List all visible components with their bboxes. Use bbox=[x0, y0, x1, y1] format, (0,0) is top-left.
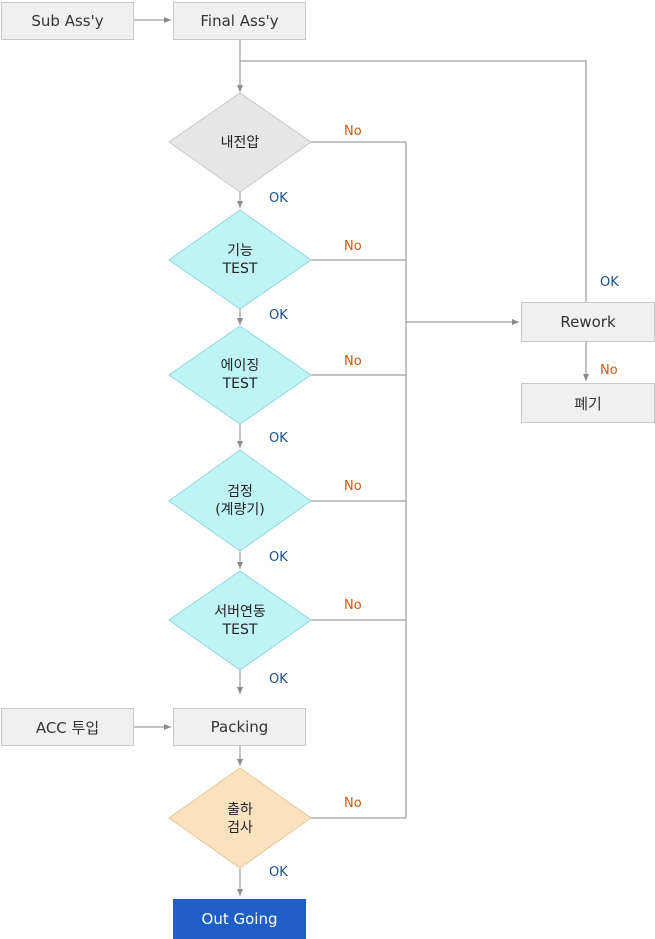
no-label-d1: No bbox=[344, 124, 362, 139]
ok-label-d2: OK bbox=[269, 308, 288, 323]
decision-d3 bbox=[168, 325, 312, 425]
final-assy-box: Final Ass'y bbox=[173, 2, 306, 40]
decision-d2-label: 기능 TEST bbox=[222, 243, 258, 277]
decision-d1 bbox=[168, 92, 312, 193]
decision-d4 bbox=[168, 449, 312, 552]
final-assy-label: Final Ass'y bbox=[200, 12, 279, 30]
no-label-d4: No bbox=[344, 479, 362, 494]
ok-label-d3: OK bbox=[269, 431, 288, 446]
ok-label-d5: OK bbox=[269, 672, 288, 687]
ok-label-d4: OK bbox=[269, 550, 288, 565]
ok-label-rework: OK bbox=[600, 275, 619, 290]
decision-d6 bbox=[168, 767, 312, 869]
ok-label-d1: OK bbox=[269, 191, 288, 206]
scrap-box: 폐기 bbox=[521, 383, 655, 423]
rework-ok-return-line bbox=[240, 60, 587, 302]
decision-d1-label: 내전압 bbox=[220, 135, 260, 151]
sub-assy-label: Sub Ass'y bbox=[31, 12, 104, 30]
rework-label: Rework bbox=[560, 313, 616, 331]
packing-label: Packing bbox=[210, 718, 269, 736]
out-going-label: Out Going bbox=[201, 910, 278, 928]
scrap-label: 폐기 bbox=[574, 394, 602, 413]
acc-input-label: ACC 투입 bbox=[35, 718, 100, 737]
ok-label-d6: OK bbox=[269, 865, 288, 880]
acc-input-box: ACC 투입 bbox=[1, 708, 134, 746]
decision-d3-label: 에이징 TEST bbox=[220, 358, 260, 392]
decision-d5-label: 서버연동 TEST bbox=[214, 604, 266, 638]
no-label-d3: No bbox=[344, 354, 362, 369]
decision-d4-label: 검정 (계량기) bbox=[215, 484, 265, 518]
no-label-rework: No bbox=[600, 363, 618, 378]
out-going-box: Out Going bbox=[173, 899, 306, 939]
sub-assy-box: Sub Ass'y bbox=[1, 2, 134, 40]
no-label-d6: No bbox=[344, 796, 362, 811]
decision-d2 bbox=[168, 209, 312, 310]
decision-d5 bbox=[168, 570, 312, 671]
no-label-d5: No bbox=[344, 598, 362, 613]
no-label-d2: No bbox=[344, 239, 362, 254]
decision-d6-label: 출하 검사 bbox=[227, 802, 253, 836]
packing-box: Packing bbox=[173, 708, 306, 746]
rework-box: Rework bbox=[521, 302, 655, 342]
